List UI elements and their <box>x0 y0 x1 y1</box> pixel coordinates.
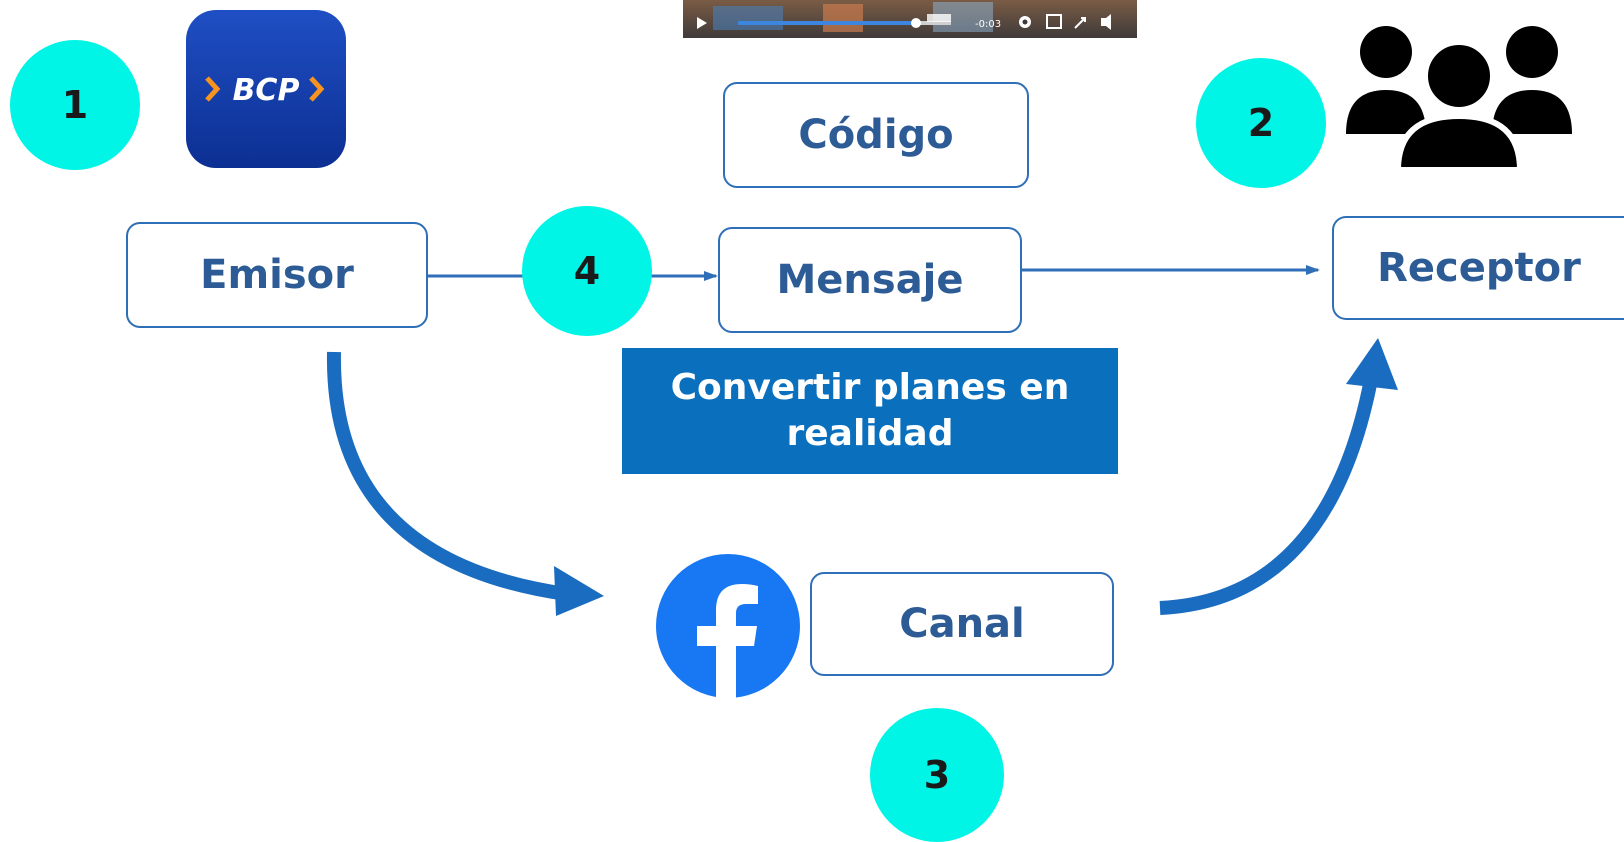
play-icon[interactable] <box>697 17 707 29</box>
badge-4: 4 <box>522 206 652 336</box>
badge-3: 3 <box>870 708 1004 842</box>
progress-played <box>738 21 913 25</box>
badge-1: 1 <box>10 40 140 170</box>
video-time: -0:03 <box>975 19 1001 30</box>
curve-canal-receptor <box>1159 372 1379 615</box>
node-emisor-label: Emisor <box>200 252 354 298</box>
badge-2-label: 2 <box>1247 101 1275 145</box>
progress-handle[interactable] <box>911 18 921 28</box>
bcp-logo-mark: BCP <box>205 73 325 108</box>
curve-emisor-canal <box>326 351 568 601</box>
banner-line-2: realidad <box>786 413 954 454</box>
node-canal: Canal <box>810 572 1114 676</box>
volume-icon[interactable] <box>1101 14 1111 30</box>
fullscreen-icon[interactable] <box>1074 17 1086 29</box>
node-emisor: Emisor <box>126 222 428 328</box>
progress-remaining <box>913 21 951 25</box>
node-canal-label: Canal <box>899 601 1025 647</box>
badge-2: 2 <box>1196 58 1326 188</box>
video-controls: -0:03 <box>697 2 1111 32</box>
badge-3-label: 3 <box>923 753 951 797</box>
banner-line-1: Convertir planes en <box>670 367 1070 408</box>
curve-arrowhead-receptor <box>1346 338 1398 390</box>
node-receptor-label: Receptor <box>1377 245 1581 291</box>
gear-icon[interactable] <box>1019 16 1031 28</box>
node-codigo-label: Código <box>798 112 954 158</box>
people-group-icon <box>1346 26 1572 170</box>
message-banner: Convertir planes en realidad <box>622 348 1118 474</box>
node-receptor: Receptor <box>1332 216 1624 320</box>
curve-arrowhead-canal <box>554 566 604 616</box>
facebook-icon <box>656 554 800 698</box>
badge-4-label: 4 <box>573 249 601 293</box>
node-codigo: Código <box>723 82 1029 188</box>
pip-icon[interactable] <box>1046 14 1062 29</box>
bcp-logo: BCP <box>186 10 346 168</box>
node-mensaje: Mensaje <box>718 227 1022 333</box>
bcp-logo-text: BCP <box>233 73 300 108</box>
badge-1-label: 1 <box>61 83 89 127</box>
node-mensaje-label: Mensaje <box>776 257 964 303</box>
video-player-strip: -0:03 <box>683 0 1137 38</box>
